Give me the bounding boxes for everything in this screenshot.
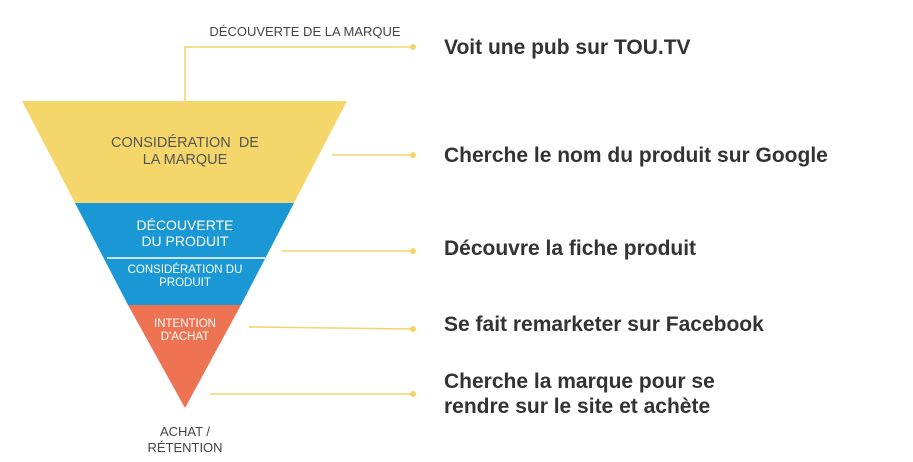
journey-step-2-text: Cherche le nom du produit sur Google — [444, 144, 828, 167]
connector-dot-5 — [410, 391, 416, 397]
stage-brand-consideration-band — [22, 101, 347, 203]
top-label-text: DÉCOUVERTE DE LA MARQUE — [209, 24, 401, 39]
journey-step-3: Découvre la fiche produit — [444, 236, 696, 261]
journey-step-5-line2: rendre sur le site et achète — [444, 395, 711, 419]
stage-label-1-line1: CONSIDÉRATION DE — [111, 135, 259, 151]
connector-group — [184, 46, 413, 395]
stage-label-product-discovery: DÉCOUVERTE DU PRODUIT — [100, 217, 270, 249]
stage-product-band — [75, 203, 294, 305]
stage-label-4-line1: INTENTION — [154, 318, 216, 330]
stage-label-4-line2: D'ACHAT — [160, 331, 210, 344]
stage-label-product-consideration: CONSIDÉRATION DU PRODUIT — [105, 264, 265, 290]
connector-dot-2 — [410, 152, 416, 158]
stage-label-2-line1: DÉCOUVERTE — [136, 217, 234, 233]
journey-step-3-text: Découvre la fiche produit — [444, 237, 697, 260]
connector-dot-3 — [410, 248, 416, 254]
bottom-label-line1: ACHAT / — [159, 424, 211, 439]
stage-label-1-line2: LA MARQUE — [142, 151, 228, 168]
connector-dot-1 — [410, 44, 416, 50]
journey-step-1: Voit une pub sur TOU.TV — [444, 35, 691, 60]
stage-label-brand-consideration: CONSIDÉRATION DE LA MARQUE — [70, 135, 300, 168]
stage-label-purchase-intent: INTENTION D'ACHAT — [135, 318, 235, 344]
stage-label-3-line2: PRODUIT — [159, 277, 211, 290]
top-label: DÉCOUVERTE DE LA MARQUE — [180, 24, 430, 40]
stage-label-2-line2: DU PRODUIT — [141, 233, 229, 250]
connector-line-4 — [248, 326, 413, 330]
stage-purchase-intent-band — [128, 305, 241, 408]
journey-step-4-text: Se fait remarketer sur Facebook — [444, 313, 764, 336]
journey-step-5-line1: Cherche la marque pour se — [444, 370, 715, 393]
journey-step-4: Se fait remarketer sur Facebook — [444, 312, 764, 337]
bottom-label: ACHAT / RÉTENTION — [125, 424, 245, 457]
journey-step-1-text: Voit une pub sur TOU.TV — [444, 36, 691, 59]
bottom-label-line2: RÉTENTION — [147, 440, 223, 456]
connector-dot-4 — [410, 326, 416, 332]
journey-step-5: Cherche la marque pour se rendre sur le … — [444, 369, 715, 419]
connector-line-1 — [184, 46, 412, 101]
stage-label-3-line1: CONSIDÉRATION DU — [127, 264, 243, 276]
journey-step-2: Cherche le nom du produit sur Google — [444, 143, 828, 168]
